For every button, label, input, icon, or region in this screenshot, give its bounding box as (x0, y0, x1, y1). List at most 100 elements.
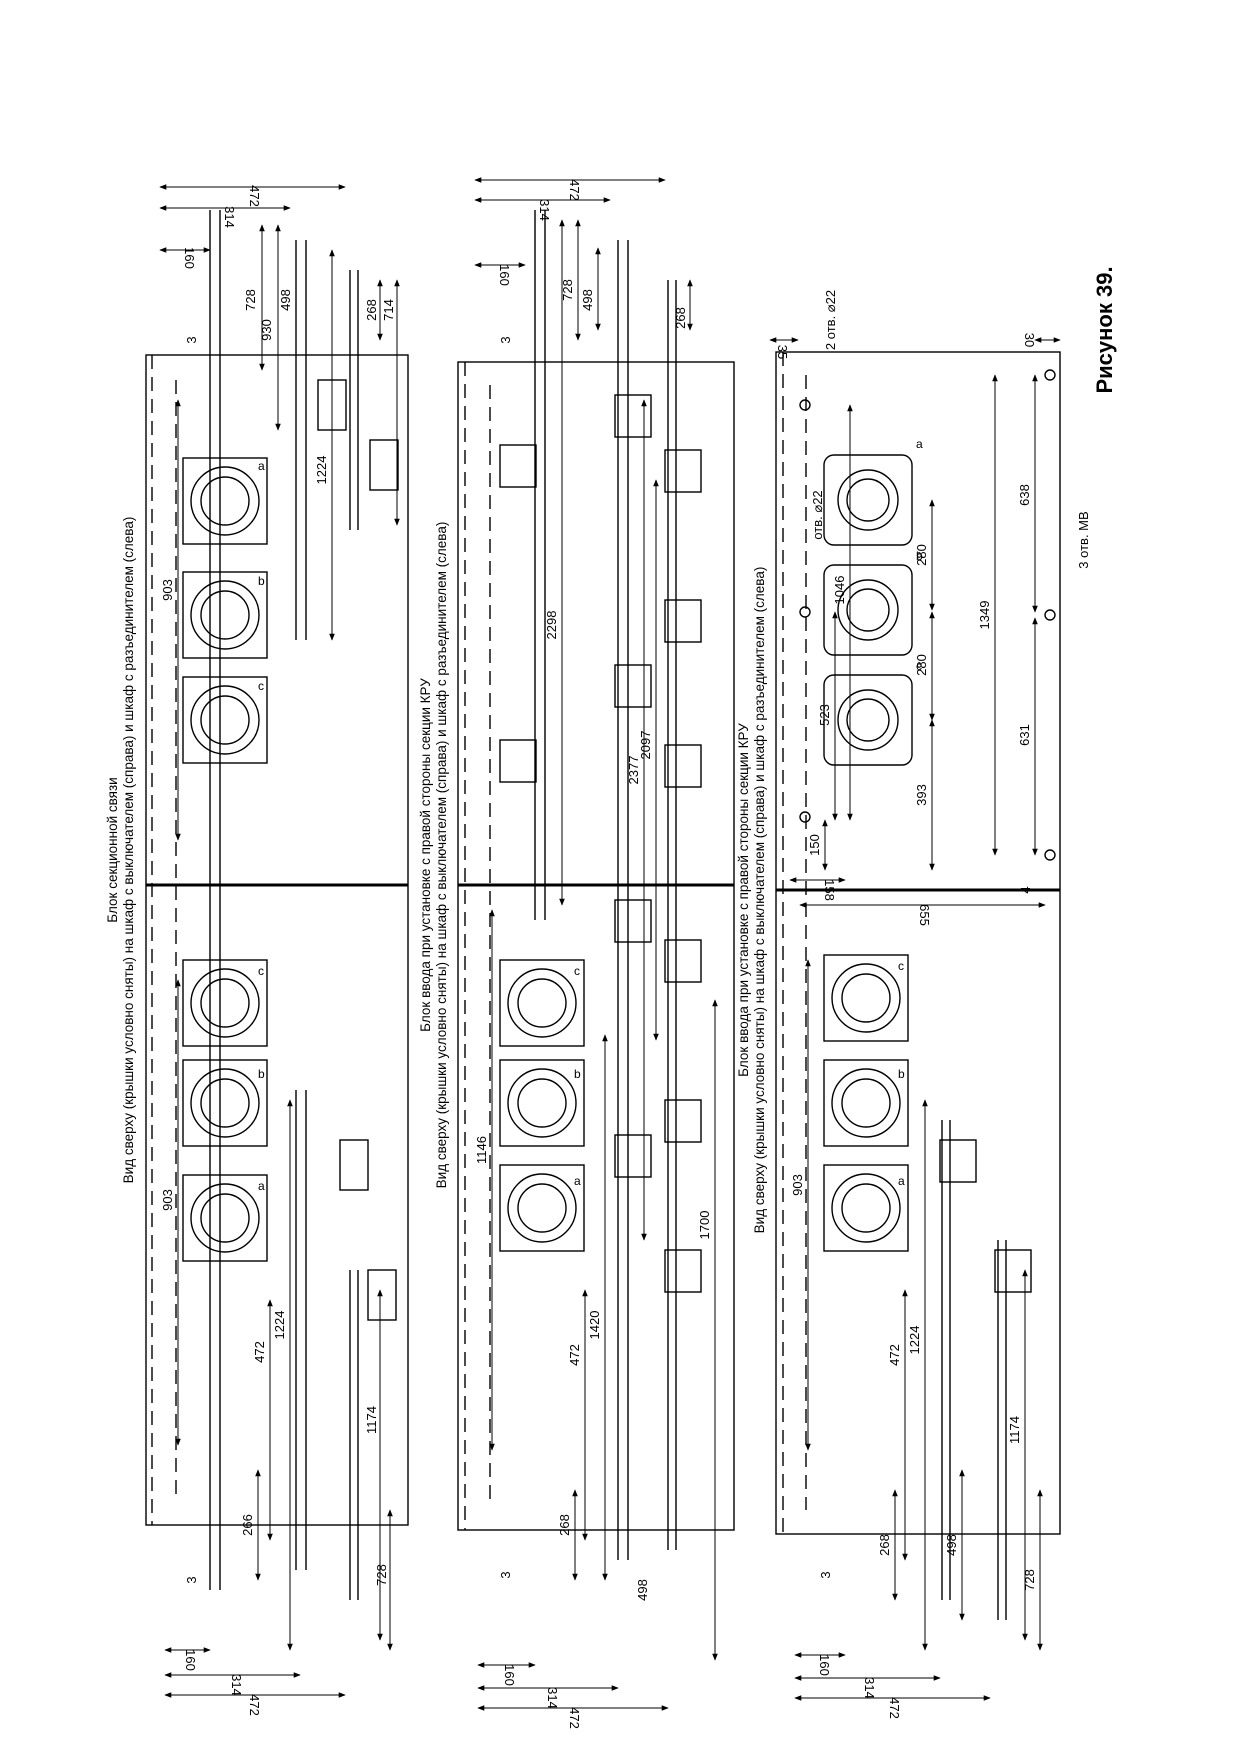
dim-label: 266 (240, 1514, 255, 1536)
phase-label-c: c (898, 959, 904, 973)
dim-label: 30 (1022, 333, 1037, 347)
dim-label: 268 (364, 299, 379, 321)
phase-label-a: a (258, 459, 265, 473)
dim-label: 268 (673, 307, 688, 329)
dim-label: 1420 (587, 1311, 602, 1340)
dim-label: 314 (229, 1674, 244, 1696)
panel-2-caption-line-1: Вид сверху (крышки условно сняты) на шка… (434, 522, 449, 1189)
dim-label: 150 (807, 834, 822, 856)
dim-label: 631 (1017, 724, 1032, 746)
dim-label: 498 (944, 1534, 959, 1556)
phase-label-b: b (258, 1067, 265, 1081)
dim-label: 1146 (474, 1136, 489, 1164)
dim-label: 1224 (314, 456, 329, 485)
dim-label: 714 (381, 299, 396, 321)
figure-label: Рисунок 39. (1092, 266, 1117, 393)
dim-label: 472 (567, 179, 582, 201)
phase-label-b: b (898, 1067, 905, 1081)
dim-label: 160 (182, 247, 197, 269)
phase-label-a: a (574, 1174, 581, 1188)
dim-label: 472 (247, 185, 262, 207)
phase-labels: a b c c b a c b a a b c c b a (258, 437, 923, 1193)
dim-label: 160 (183, 1649, 198, 1671)
dim-label: 655 (917, 904, 932, 926)
dim-label: 158 (822, 879, 837, 901)
dim-label: 728 (1022, 1569, 1037, 1591)
panel-3-dimension-labels: 35 30 638 1349 631 280 280 393 1046 523 … (775, 290, 1091, 1719)
phase-label-a: a (258, 1179, 265, 1193)
dim-label: 268 (877, 1534, 892, 1556)
dim-label: 314 (537, 199, 552, 221)
dim-label: 314 (545, 1687, 560, 1709)
phase-label-b: b (258, 574, 265, 588)
dim-label: 160 (817, 1654, 832, 1676)
dim-label: 930 (259, 319, 274, 341)
phase-label-c: c (258, 964, 264, 978)
phase-label-b: b (916, 549, 923, 563)
dim-label: 1224 (907, 1326, 922, 1355)
dim-label: 3 (818, 1571, 833, 1578)
phase-label-a: a (916, 437, 923, 451)
dim-label: 523 (817, 704, 832, 726)
phase-label-a: a (898, 1174, 905, 1188)
panel-2 (457, 177, 735, 1711)
hole-note: отв. ⌀22 (810, 490, 825, 539)
dim-label: 472 (567, 1707, 582, 1729)
captions: Вид сверху (крышки условно сняты) на шка… (105, 517, 767, 1234)
dim-label: 280 (914, 654, 929, 676)
dim-label: 2377 (626, 756, 641, 785)
phase-label-c: c (916, 659, 922, 673)
dim-label: 472 (247, 1694, 262, 1716)
dim-label: 728 (560, 279, 575, 301)
dim-label: 160 (497, 264, 512, 286)
dim-label: 1224 (272, 1311, 287, 1340)
dim-label: 268 (557, 1514, 572, 1536)
panel-1-caption-line-1: Вид сверху (крышки условно сняты) на шка… (121, 517, 136, 1184)
dim-label: 3 (498, 336, 513, 343)
dim-label: 2097 (638, 731, 653, 760)
dim-label: 472 (252, 1341, 267, 1363)
dim-label: 314 (862, 1677, 877, 1699)
panel-2-caption-line-2: Блок ввода при установке с правой сторон… (418, 678, 433, 1032)
panel-1-caption-line-2: Блок секционной связи (105, 777, 120, 922)
dim-label: 903 (160, 1189, 175, 1211)
dim-label: 3 (498, 1571, 513, 1578)
phase-label-c: c (574, 964, 580, 978)
dim-label: 472 (887, 1344, 902, 1366)
dim-label: 35 (775, 345, 790, 359)
panel-1-dimension-labels: 472 314 160 728 930 498 268 714 3 1224 9… (160, 185, 396, 1716)
dim-label: 1349 (977, 601, 992, 630)
dim-label: 903 (790, 1174, 805, 1196)
dim-label: 498 (278, 289, 293, 311)
dim-label: 3 (184, 336, 199, 343)
dim-label: 393 (914, 784, 929, 806)
dim-label: 903 (160, 579, 175, 601)
dim-label: 472 (887, 1697, 902, 1719)
panel-2-dimension-labels: 472 314 160 728 498 268 3 2298 2377 2097… (474, 179, 712, 1729)
panel-3-caption-line-1: Вид сверху (крышки условно сняты) на шка… (752, 567, 767, 1234)
dim-label: 1700 (697, 1211, 712, 1240)
phase-label-b: b (574, 1067, 581, 1081)
dim-label: 638 (1017, 484, 1032, 506)
dim-label: 498 (580, 289, 595, 311)
dim-label: 472 (567, 1344, 582, 1366)
panel-1 (145, 184, 409, 1698)
hole-note: 2 отв. ⌀22 (823, 290, 838, 350)
panel-3 (769, 337, 1061, 1701)
dim-label: 2298 (544, 611, 559, 640)
dim-label: 1046 (832, 576, 847, 605)
dim-label: 4 (1018, 886, 1033, 893)
dim-label: 314 (222, 206, 237, 228)
dim-label: 1174 (1007, 1416, 1022, 1444)
dim-label: 728 (374, 1564, 389, 1586)
dim-label: 498 (635, 1579, 650, 1601)
phase-label-c: c (258, 679, 264, 693)
dim-label: 280 (914, 544, 929, 566)
dim-label: 3 (184, 1576, 199, 1583)
dim-label: 728 (243, 289, 258, 311)
panel-3-caption-line-2: Блок ввода при установке с правой сторон… (736, 723, 751, 1077)
dim-label: 1174 (364, 1406, 379, 1434)
hole-note: 3 отв. МВ (1076, 511, 1091, 568)
dim-label: 160 (502, 1664, 517, 1686)
